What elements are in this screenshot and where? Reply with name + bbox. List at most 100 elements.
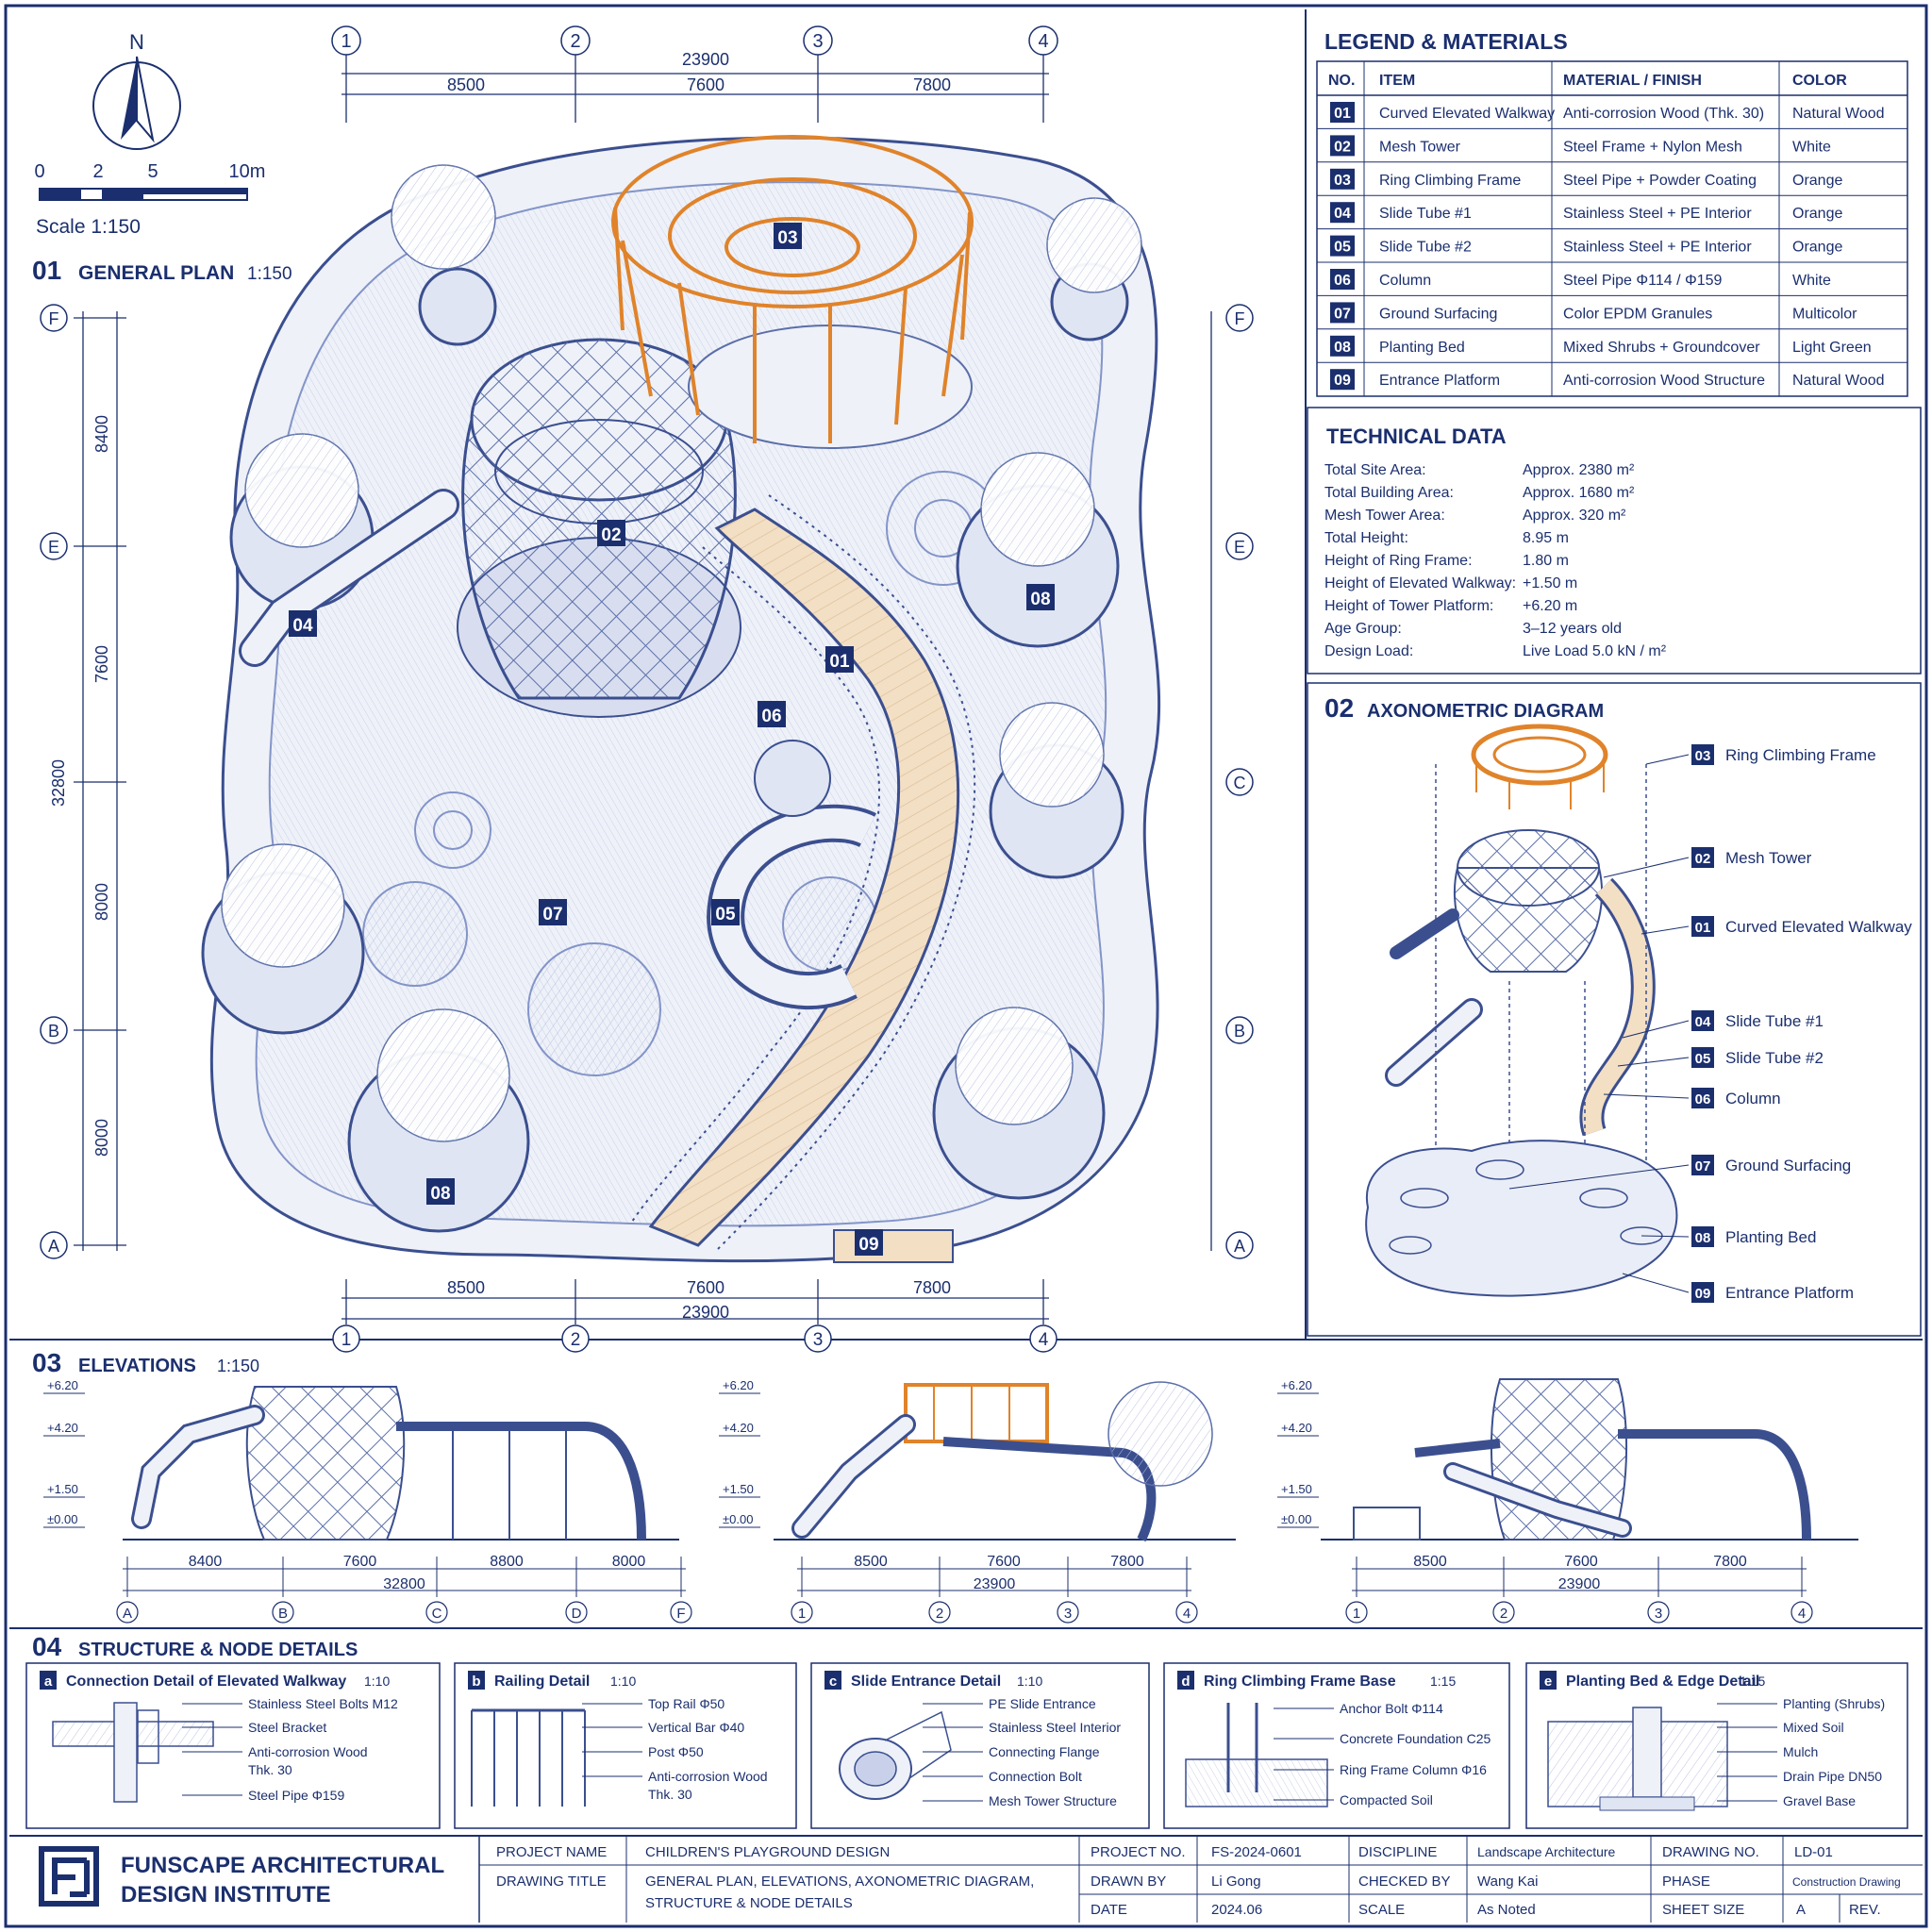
tech-label: Total Building Area: [1324, 485, 1454, 501]
checked-by: Wang Kai [1477, 1874, 1538, 1890]
legend-item: Mesh Tower [1379, 139, 1461, 155]
detail-letter-badge [1177, 1671, 1194, 1690]
axono-no: 01 [1695, 920, 1711, 936]
detail-title: Slide Entrance Detail [851, 1674, 1001, 1690]
axono-no: 02 [1695, 851, 1711, 867]
leader-line [1622, 1020, 1690, 1039]
label-discipline: DISCIPLINE [1358, 1844, 1437, 1860]
axono-label: Curved Elevated Walkway [1725, 918, 1912, 936]
dim-segment: 7600 [92, 645, 111, 683]
detail-letter: c [829, 1674, 837, 1690]
dim-segment: 7600 [687, 75, 724, 94]
detail-panel [1525, 1662, 1908, 1829]
legend-material: Anti-corrosion Wood Structure [1563, 373, 1765, 389]
legend-number-badge [1330, 335, 1355, 357]
axono-label: Ground Surfacing [1725, 1157, 1851, 1174]
elevation-1-drawing [123, 1386, 679, 1541]
detail-panel [454, 1662, 797, 1829]
detail-note: Mesh Tower Structure [989, 1793, 1117, 1808]
marker-09: 09 [858, 1235, 878, 1255]
elev-axis-label: 4 [1183, 1606, 1191, 1622]
label-date: DATE [1091, 1902, 1127, 1918]
legend-header: NO. [1328, 73, 1355, 89]
leader-line [1603, 857, 1690, 878]
leader-line [1641, 925, 1690, 935]
detail-title: Ring Climbing Frame Base [1204, 1674, 1396, 1690]
tech-value: +6.20 m [1523, 598, 1577, 614]
plan-scale: 1:150 [247, 264, 292, 284]
dim-total: 23900 [682, 50, 729, 69]
axono-badge [1691, 744, 1714, 765]
label-project-no: PROJECT NO. [1091, 1844, 1186, 1860]
label-drawing-no: DRAWING NO. [1662, 1844, 1759, 1860]
marker-08: 08 [430, 1184, 450, 1204]
elev-dim-total: 23900 [1558, 1576, 1601, 1592]
elev-axis-label: C [432, 1606, 442, 1622]
marker-03: 03 [777, 228, 797, 248]
leader-line [1641, 1235, 1690, 1238]
legend-material: Anti-corrosion Wood (Thk. 30) [1563, 106, 1764, 122]
discipline: Landscape Architecture [1477, 1844, 1616, 1859]
dim-segment: 8000 [92, 1119, 111, 1157]
level-mark: +6.20 [47, 1378, 78, 1392]
legend-color: Natural Wood [1792, 106, 1885, 122]
legend-no: 05 [1334, 240, 1351, 256]
axono-badge [1691, 1047, 1714, 1068]
axono-label: Slide Tube #1 [1725, 1012, 1824, 1030]
legend-item: Column [1379, 273, 1431, 289]
legend-no: 02 [1334, 139, 1351, 155]
elevation-2-drawing [774, 1381, 1236, 1542]
grid-col-label: 4 [1038, 31, 1048, 52]
detail-note: Ring Frame Column Φ16 [1340, 1762, 1487, 1777]
legend-header: MATERIAL / FINISH [1563, 73, 1702, 89]
leader-line [1508, 1164, 1690, 1190]
elev-axis-label: 4 [1798, 1606, 1806, 1622]
axono-label: Mesh Tower [1725, 849, 1812, 867]
legend-no: 07 [1334, 306, 1351, 322]
tech-label: Height of Tower Platform: [1324, 598, 1493, 614]
detail-letter: b [472, 1674, 480, 1690]
legend-color: White [1792, 273, 1831, 289]
legend-title: LEGEND & MATERIALS [1324, 29, 1568, 54]
elev-axis-label: A [123, 1606, 132, 1622]
planting-bed [418, 267, 497, 346]
axono-badge [1691, 1155, 1714, 1175]
legend-no: 04 [1334, 206, 1351, 222]
legend-color: Multicolor [1792, 306, 1857, 322]
details-title: STRUCTURE & NODE DETAILS [78, 1640, 358, 1660]
elev-dim: 8800 [490, 1554, 524, 1570]
grid-col-label: 4 [1039, 1330, 1049, 1350]
legend-item: Slide Tube #2 [1379, 240, 1472, 256]
grid-columns-bottom [332, 1324, 1058, 1353]
grid-row-label: C [1234, 774, 1246, 792]
axono-no: 03 [1695, 748, 1711, 764]
detail-note: Gravel Base [1783, 1793, 1856, 1808]
north-arrow: N [92, 30, 181, 150]
level-mark: +4.20 [47, 1421, 78, 1435]
elev-dim: 7600 [343, 1554, 377, 1570]
level-mark: +1.50 [723, 1482, 754, 1496]
mesh-tower [457, 338, 741, 718]
elev-axis-label: 3 [1064, 1606, 1072, 1622]
legend-no: 06 [1334, 273, 1351, 289]
elevation-3-drawing [1321, 1378, 1858, 1541]
detail-note: Steel Bracket [248, 1720, 326, 1735]
tech-value: 3–12 years old [1523, 621, 1622, 637]
grid-col-label: 1 [341, 1330, 352, 1350]
elev-axis-label: D [572, 1606, 582, 1622]
axono-badge [1691, 1088, 1714, 1108]
leader-line [1617, 1057, 1690, 1067]
tech-value: Approx. 2380 m² [1523, 462, 1635, 478]
axono-label: Column [1725, 1090, 1781, 1108]
legend-item: Planting Bed [1379, 340, 1465, 356]
level-mark: ±0.00 [47, 1512, 77, 1526]
detail-note: Connecting Flange [989, 1744, 1100, 1759]
detail-note: Post Φ50 [648, 1744, 704, 1759]
axono-badge [1691, 1226, 1714, 1247]
grid-rows [40, 304, 1254, 1259]
legend-color: Orange [1792, 173, 1842, 189]
tech-value: +1.50 m [1523, 575, 1577, 591]
plan-markers: 03 02 04 08 01 06 07 05 08 09 [289, 223, 1055, 1256]
tech-value: Approx. 320 m² [1523, 508, 1626, 524]
